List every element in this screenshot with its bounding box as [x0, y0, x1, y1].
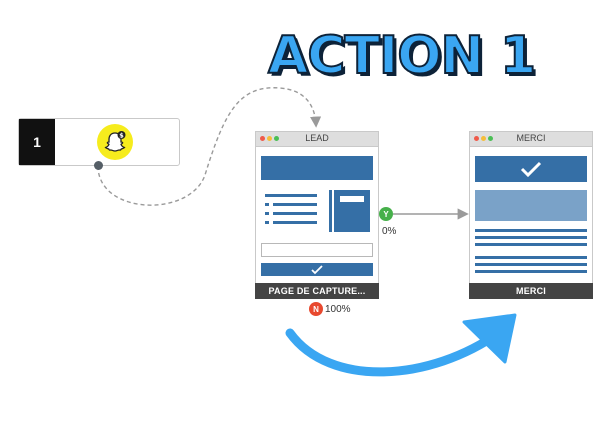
blue-curved-arrow — [285, 327, 505, 377]
merci-text-line — [475, 229, 587, 232]
lead-text-line — [273, 221, 317, 224]
lead-header-block — [261, 156, 373, 180]
lead-submit-button-preview — [261, 263, 373, 276]
merci-text-line — [475, 263, 587, 266]
merci-page-node[interactable]: MERCI MERCI — [469, 131, 593, 299]
no-branch-percent: 100% — [325, 304, 351, 315]
lead-text-line — [273, 203, 317, 206]
yes-branch-percent: 0% — [382, 226, 397, 237]
check-icon — [520, 161, 542, 178]
merci-text-line — [475, 270, 587, 273]
trigger-output-port[interactable] — [94, 161, 103, 170]
merci-text-line — [475, 256, 587, 259]
action-title: ACTION 1 — [267, 25, 537, 87]
maximize-dot-icon — [488, 136, 493, 141]
blue-arrowhead — [462, 313, 517, 364]
lead-text-line — [273, 212, 317, 215]
trigger-step-number: 1 — [19, 119, 55, 165]
lead-email-input-preview — [261, 243, 373, 257]
merci-footer-label: MERCI — [469, 283, 593, 299]
trigger-node[interactable]: 1 $ — [18, 118, 180, 166]
svg-text:$: $ — [119, 131, 124, 139]
merci-image-block — [475, 190, 587, 221]
merci-header-block — [475, 156, 587, 182]
maximize-dot-icon — [274, 136, 279, 141]
minimize-dot-icon — [481, 136, 486, 141]
lead-bullet — [265, 221, 269, 224]
lead-text-line — [265, 194, 317, 197]
close-dot-icon — [260, 136, 265, 141]
merci-text-line — [475, 243, 587, 246]
lead-bullet — [265, 203, 269, 206]
merci-text-line — [475, 236, 587, 239]
snapchat-ghost-icon: $ — [104, 131, 126, 152]
check-icon — [311, 265, 323, 275]
snapchat-badge: $ — [97, 124, 133, 160]
yes-branch-badge[interactable]: Y — [379, 207, 393, 221]
merci-window-title: MERCI — [516, 133, 546, 143]
close-dot-icon — [474, 136, 479, 141]
lead-footer-label: PAGE DE CAPTURE... — [255, 283, 379, 299]
lead-window-titlebar: LEAD — [256, 132, 378, 147]
merci-window-titlebar: MERCI — [470, 132, 592, 147]
lead-ebook-spine — [332, 190, 334, 232]
lead-bullet — [265, 212, 269, 215]
dashed-connector-trigger-to-lead — [97, 87, 322, 206]
lead-page-node[interactable]: LEAD PAGE DE CAPTURE... — [255, 131, 379, 299]
no-branch-badge[interactable]: N — [309, 302, 323, 316]
minimize-dot-icon — [267, 136, 272, 141]
lead-ebook-label — [340, 196, 364, 202]
lead-window-title: LEAD — [305, 133, 329, 143]
